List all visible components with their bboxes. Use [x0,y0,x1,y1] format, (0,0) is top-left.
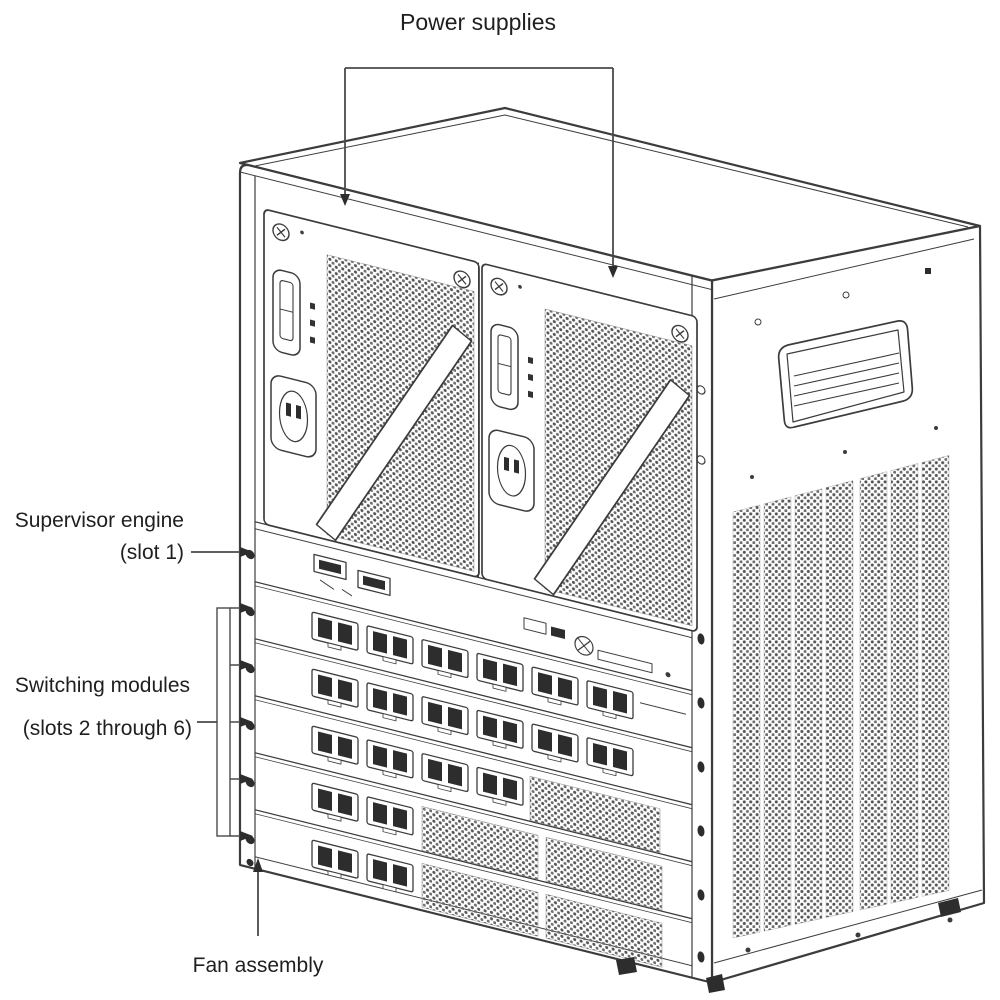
side-vents [732,455,950,939]
arrow-right-icon [240,603,253,613]
arrow-right-icon [240,717,253,727]
chassis [238,106,986,993]
switching-label-line2: (slots 2 through 6) [23,717,192,740]
power-supplies-leader [344,67,614,266]
supervisor-module [313,553,671,678]
side-face [710,224,986,984]
switching-module-slot6 [311,839,663,968]
supervisor-label-line1: Supervisor engine [15,509,184,532]
switching-module-slot2 [311,611,686,724]
arrow-down-icon [608,266,618,278]
arrow-right-icon [240,547,253,557]
switching-module-slot5 [311,782,663,911]
side-handle [777,320,914,429]
power-supply-right [482,263,697,632]
front-face [238,163,714,984]
chassis-feet [616,898,961,993]
switching-module-slot4 [311,725,661,853]
module-vent [421,806,539,880]
power-supply-left [264,209,479,578]
module-vent [421,863,539,937]
power-supplies-label: Power supplies [400,9,556,35]
callout-switching-modules: Switching modules (slots 2 through 6) [15,603,253,841]
arrow-right-icon [240,831,253,841]
callout-fan-assembly: Fan assembly [193,858,324,977]
arrow-down-icon [340,194,350,206]
side-vent-mark [925,268,931,274]
switching-bracket [216,607,231,837]
arrow-up-icon [253,858,263,872]
callout-supervisor-engine: Supervisor engine (slot 1) [15,509,253,564]
fan-assembly-label: Fan assembly [193,954,324,977]
module-vent [545,894,663,968]
module-vent [529,776,661,853]
module-vent [545,837,663,911]
callout-power-supplies: Power supplies [340,9,618,278]
supervisor-label-line2: (slot 1) [120,541,184,564]
arrow-right-icon [240,660,253,670]
right-rail-screws [696,385,706,963]
callouts: Power supplies Supervisor engine (slot 1… [15,9,618,977]
arrow-right-icon [240,774,253,784]
switching-label-line1: Switching modules [15,674,190,697]
